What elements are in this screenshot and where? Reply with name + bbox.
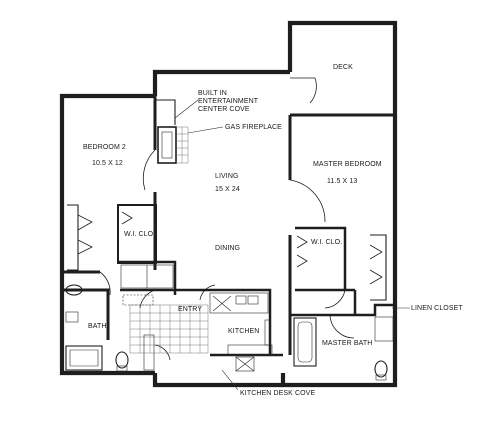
kitchen-label: KITCHEN [228, 328, 259, 335]
master-bedroom-size: 11.5 X 13 [327, 178, 357, 185]
entertainment-label-2: ENTERTAINMENT [198, 98, 259, 105]
master-bath-label: MASTER BATH [322, 340, 372, 347]
dining-label: DINING [215, 245, 240, 252]
gas-fireplace [157, 126, 224, 164]
bath-label: BATH [88, 323, 107, 330]
bedroom2-size: 10.5 X 12 [92, 160, 123, 167]
entertainment-center-cove [155, 99, 199, 125]
bedroom2-name: BEDROOM 2 [83, 144, 126, 151]
deck-label: DECK [333, 64, 353, 71]
doors [77, 77, 383, 361]
interior-walls [62, 96, 395, 357]
exterior-walls [59, 20, 398, 388]
living-name: LIVING [215, 173, 239, 180]
cabinetry [120, 264, 273, 372]
entry-label: ENTRY [178, 306, 202, 313]
master-bath-fixtures [293, 316, 394, 381]
callout-leaders [221, 307, 410, 391]
entertainment-label-3: CENTER COVE [198, 106, 250, 113]
bath-fixtures [65, 284, 155, 372]
living-size: 15 X 24 [215, 186, 240, 193]
master-bedroom-name: MASTER BEDROOM [313, 161, 382, 168]
linen-closet-label: LINEN CLOSET [411, 305, 463, 312]
wi-closet-right-label: W.I. CLO. [311, 239, 342, 246]
entry-tile-floor [129, 304, 209, 354]
kitchen-desk-cove-label: KITCHEN DESK COVE [240, 390, 315, 397]
room-labels: DECK BUILT IN ENTERTAINMENT CENTER COVE … [83, 64, 463, 397]
wi-closet-left-label: W.I. CLO. [124, 231, 155, 238]
fireplace-label: GAS FIREPLACE [225, 124, 282, 131]
entertainment-label-1: BUILT IN [198, 90, 227, 97]
